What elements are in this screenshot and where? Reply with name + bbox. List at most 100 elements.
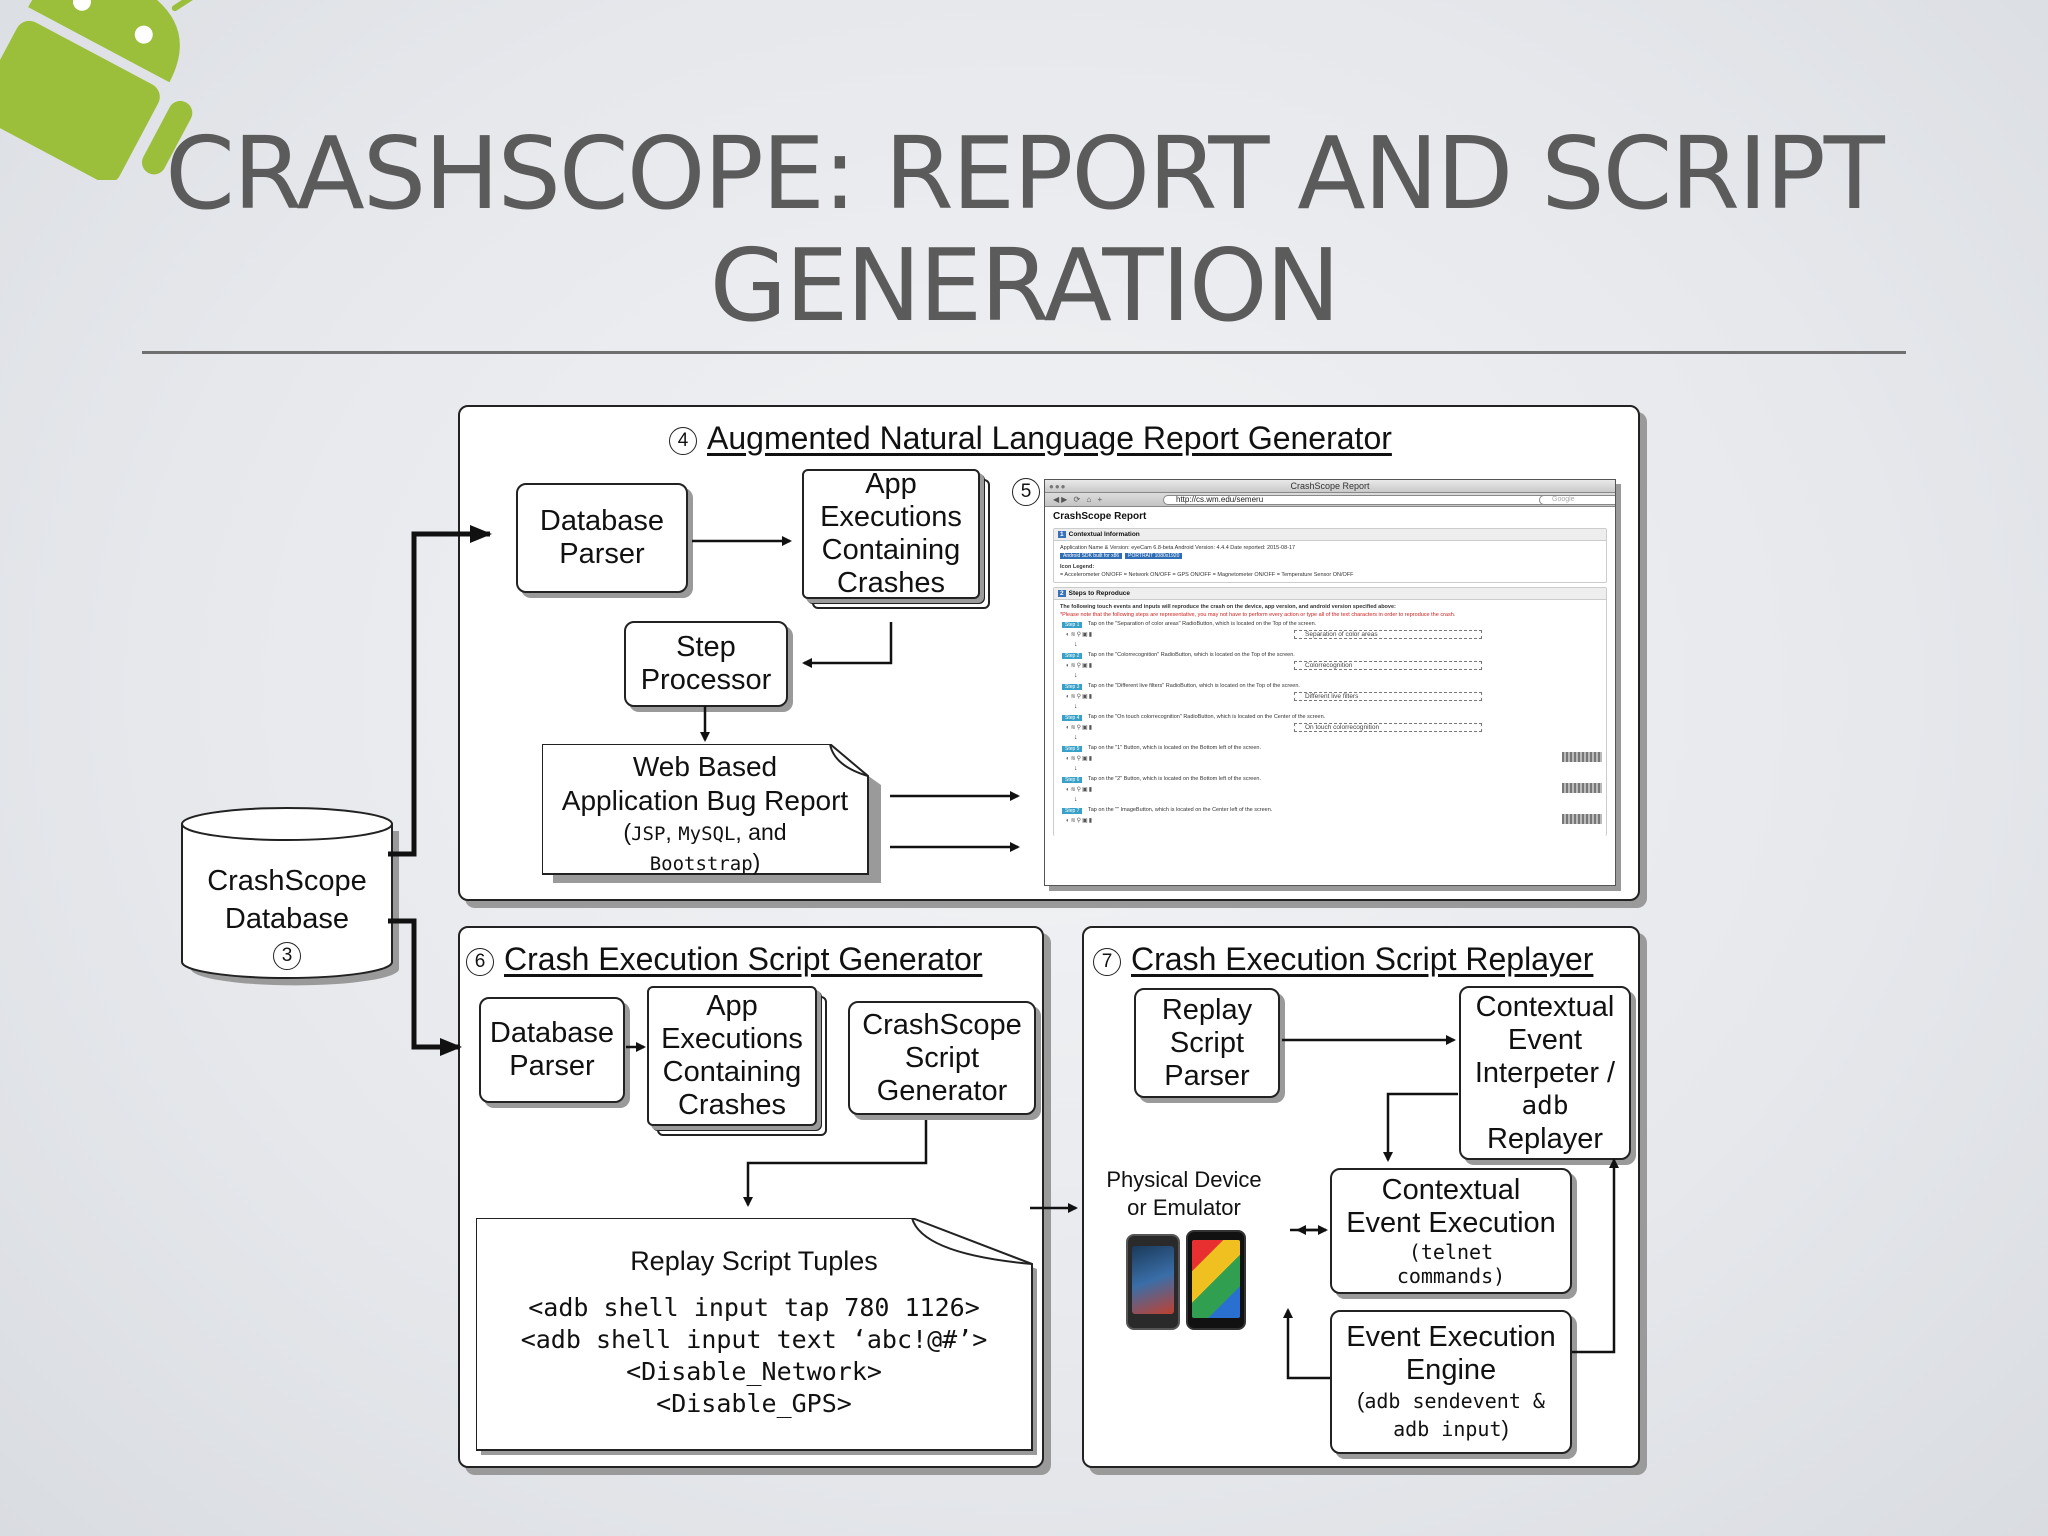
replay-tuple: <Disable_Network> (626, 1357, 882, 1386)
slide-title: CRASHSCOPE: REPORT AND SCRIPT GENERATION (165, 115, 1885, 344)
report-step-label: Step 1 (1062, 622, 1083, 628)
sensor-icons: ◐≋⚲▣▮ (1066, 725, 1094, 731)
replay-script-parser-box: Replay Script Parser (1134, 988, 1280, 1098)
sensor-icons: ◐≋⚲▣▮ (1066, 818, 1094, 824)
report-step-component: Separation of color areas (1294, 630, 1482, 639)
web-report-line2: Application Bug Report (561, 785, 849, 816)
web-bug-report-doc: Web Based Application Bug Report (JSP, M… (542, 744, 881, 883)
report-step-label: Step 2 (1062, 653, 1083, 659)
report-step-thumbnail (1562, 752, 1602, 762)
device-label: Physical Device or Emulator (1106, 1167, 1262, 1220)
down-arrow-icon: ↓ (1074, 641, 1078, 648)
database-label-line2: Database (224, 903, 350, 935)
browser-search: Google (1539, 495, 1615, 505)
database-parser-box-2: Database Parser (479, 997, 625, 1103)
report-step-component: Colorrecognition (1294, 661, 1482, 670)
phone-device-icon (1126, 1234, 1180, 1330)
app-executions-label-2: App Executions Containing Crashes (647, 986, 817, 1126)
report-legend-title: Icon Legend: (1060, 564, 1095, 570)
step-number: 6 (466, 948, 494, 976)
step-number: 7 (1093, 948, 1121, 976)
crashscope-database: CrashScope Database 3 (180, 806, 399, 990)
sensor-icons: ◐≋⚲▣▮ (1066, 694, 1094, 700)
report-step-thumbnail (1562, 783, 1602, 793)
contextual-event-execution-box: Contextual Event Execution (telnet comma… (1330, 1168, 1572, 1294)
report-step-text: Tap on the "1" Button, which is located … (1088, 745, 1261, 751)
web-report-line1: Web Based (632, 751, 778, 782)
app-executions-label: App Executions Containing Crashes (802, 468, 980, 599)
sensor-icons: ◐≋⚲▣▮ (1066, 756, 1094, 762)
report-step: Step 4 Tap on the "On touch colorrecognit… (1054, 712, 1606, 743)
web-report-tech: (JSP, MySQL, and Bootstrap) (623, 819, 787, 875)
down-arrow-icon: ↓ (1074, 765, 1078, 772)
step-number: 4 (669, 427, 697, 455)
report-step-text: Tap on the "Different live filters" Radi… (1088, 683, 1300, 689)
replay-tuples-title: Replay Script Tuples (630, 1246, 878, 1276)
report-step-label: Step 3 (1062, 684, 1083, 690)
script-generator-box: CrashScope Script Generator (848, 1001, 1036, 1115)
report-step-component: Different live filters (1294, 692, 1482, 701)
report-step: Step 1 Tap on the "Separation of color ar… (1054, 619, 1606, 650)
report-step-label: Step 7 (1062, 808, 1083, 814)
sensor-icons: ◐≋⚲▣▮ (1066, 632, 1094, 638)
tablet-device-icon (1186, 1230, 1246, 1330)
report-step-thumbnail (1562, 814, 1602, 824)
event-execution-engine-box: Event Execution Engine (adb sendevent & … (1330, 1310, 1572, 1454)
report-note: *Please note that the following steps ar… (1060, 612, 1456, 618)
report-step: Step 5 Tap on the "1" Button, which is lo… (1054, 743, 1606, 774)
report-step-component: On touch colorrecognition (1294, 723, 1482, 732)
android-robot-icon (0, 0, 204, 180)
report-badge: PORTRAIT 1080x1920 (1125, 553, 1183, 559)
panel-script-generator-title: 6 Crash Execution Script Generator (466, 941, 982, 978)
report-step-text: Tap on the "2" Button, which is located … (1088, 776, 1261, 782)
panel-title-text: Crash Execution Script Generator (504, 941, 983, 977)
sensor-icons: ◐≋⚲▣▮ (1066, 787, 1094, 793)
replay-tuple: <adb shell input text ‘abc!@#’> (520, 1325, 988, 1354)
replay-tuple: <adb shell input tap 780 1126> (528, 1293, 980, 1322)
database-step-number: 3 (273, 942, 301, 970)
report-step-text: Tap on the "On touch colorrecognition" R… (1088, 714, 1326, 720)
report-step-text: Tap on the "Colorrecognition" RadioButto… (1088, 652, 1295, 658)
report-app-info: Application Name & Version: eyeCam 6.8-b… (1060, 545, 1296, 551)
report-step: Step 3 Tap on the "Different live filters… (1054, 681, 1606, 712)
report-legend: = Accelerometer ON/OFF = Network ON/OFF … (1060, 572, 1354, 578)
replay-script-tuples-doc: Replay Script Tuples <adb shell input ta… (476, 1218, 1037, 1455)
event-interpreter-box: Contextual Event Interpeter / adb Replay… (1459, 986, 1631, 1160)
down-arrow-icon: ↓ (1074, 734, 1078, 741)
app-executions-stack-2: App Executions Containing Crashes (647, 986, 829, 1138)
panel-title-text: Crash Execution Script Replayer (1131, 941, 1594, 977)
android-logo (0, 0, 204, 180)
report-step-label: Step 5 (1062, 746, 1083, 752)
report-step-label: Step 6 (1062, 777, 1083, 783)
replay-tuple: <Disable_GPS> (656, 1389, 852, 1418)
panel-report-generator-title: 4 Augmented Natural Language Report Gener… (669, 420, 1392, 457)
panel-title-text: Augmented Natural Language Report Genera… (707, 420, 1392, 456)
down-arrow-icon: ↓ (1074, 672, 1078, 679)
report-intro: The following touch events and inputs wi… (1060, 604, 1396, 610)
database-label-line1: CrashScope (207, 865, 367, 897)
screenshot-step-number: 5 (1012, 478, 1040, 506)
report-badge: Android SDK built for x86 (1060, 553, 1123, 559)
report-heading: CrashScope Report (1053, 511, 1147, 522)
report-step-text: Tap on the "Separation of color areas" R… (1088, 621, 1317, 627)
app-executions-stack: App Executions Containing Crashes (802, 468, 992, 609)
report-step: Step 7 Tap on the "" ImageButton, which i… (1054, 805, 1606, 836)
report-screenshot: ●●●CrashScope Report ◀▶ ⟳ ⌂ + http://cs.… (1044, 479, 1616, 886)
report-step: Step 6 Tap on the "2" Button, which is lo… (1054, 774, 1606, 805)
report-step: Step 2 Tap on the "Colorrecognition" Radi… (1054, 650, 1606, 681)
browser-nav-icon: ◀▶ ⟳ ⌂ + (1053, 495, 1105, 504)
database-parser-box: Database Parser (516, 483, 688, 593)
down-arrow-icon: ↓ (1074, 703, 1078, 710)
window-controls-icon: ●●● (1049, 482, 1067, 491)
title-divider (142, 351, 1906, 354)
report-step-text: Tap on the "" ImageButton, which is loca… (1088, 807, 1273, 813)
down-arrow-icon: ↓ (1074, 796, 1078, 803)
sensor-icons: ◐≋⚲▣▮ (1066, 663, 1094, 669)
panel-script-replayer-title: 7 Crash Execution Script Replayer (1093, 941, 1593, 978)
replay-tuples-list: <adb shell input tap 780 1126> <adb shell… (476, 1292, 1032, 1420)
report-step-label: Step 4 (1062, 715, 1083, 721)
report-window-title: CrashScope Report (1290, 481, 1370, 491)
